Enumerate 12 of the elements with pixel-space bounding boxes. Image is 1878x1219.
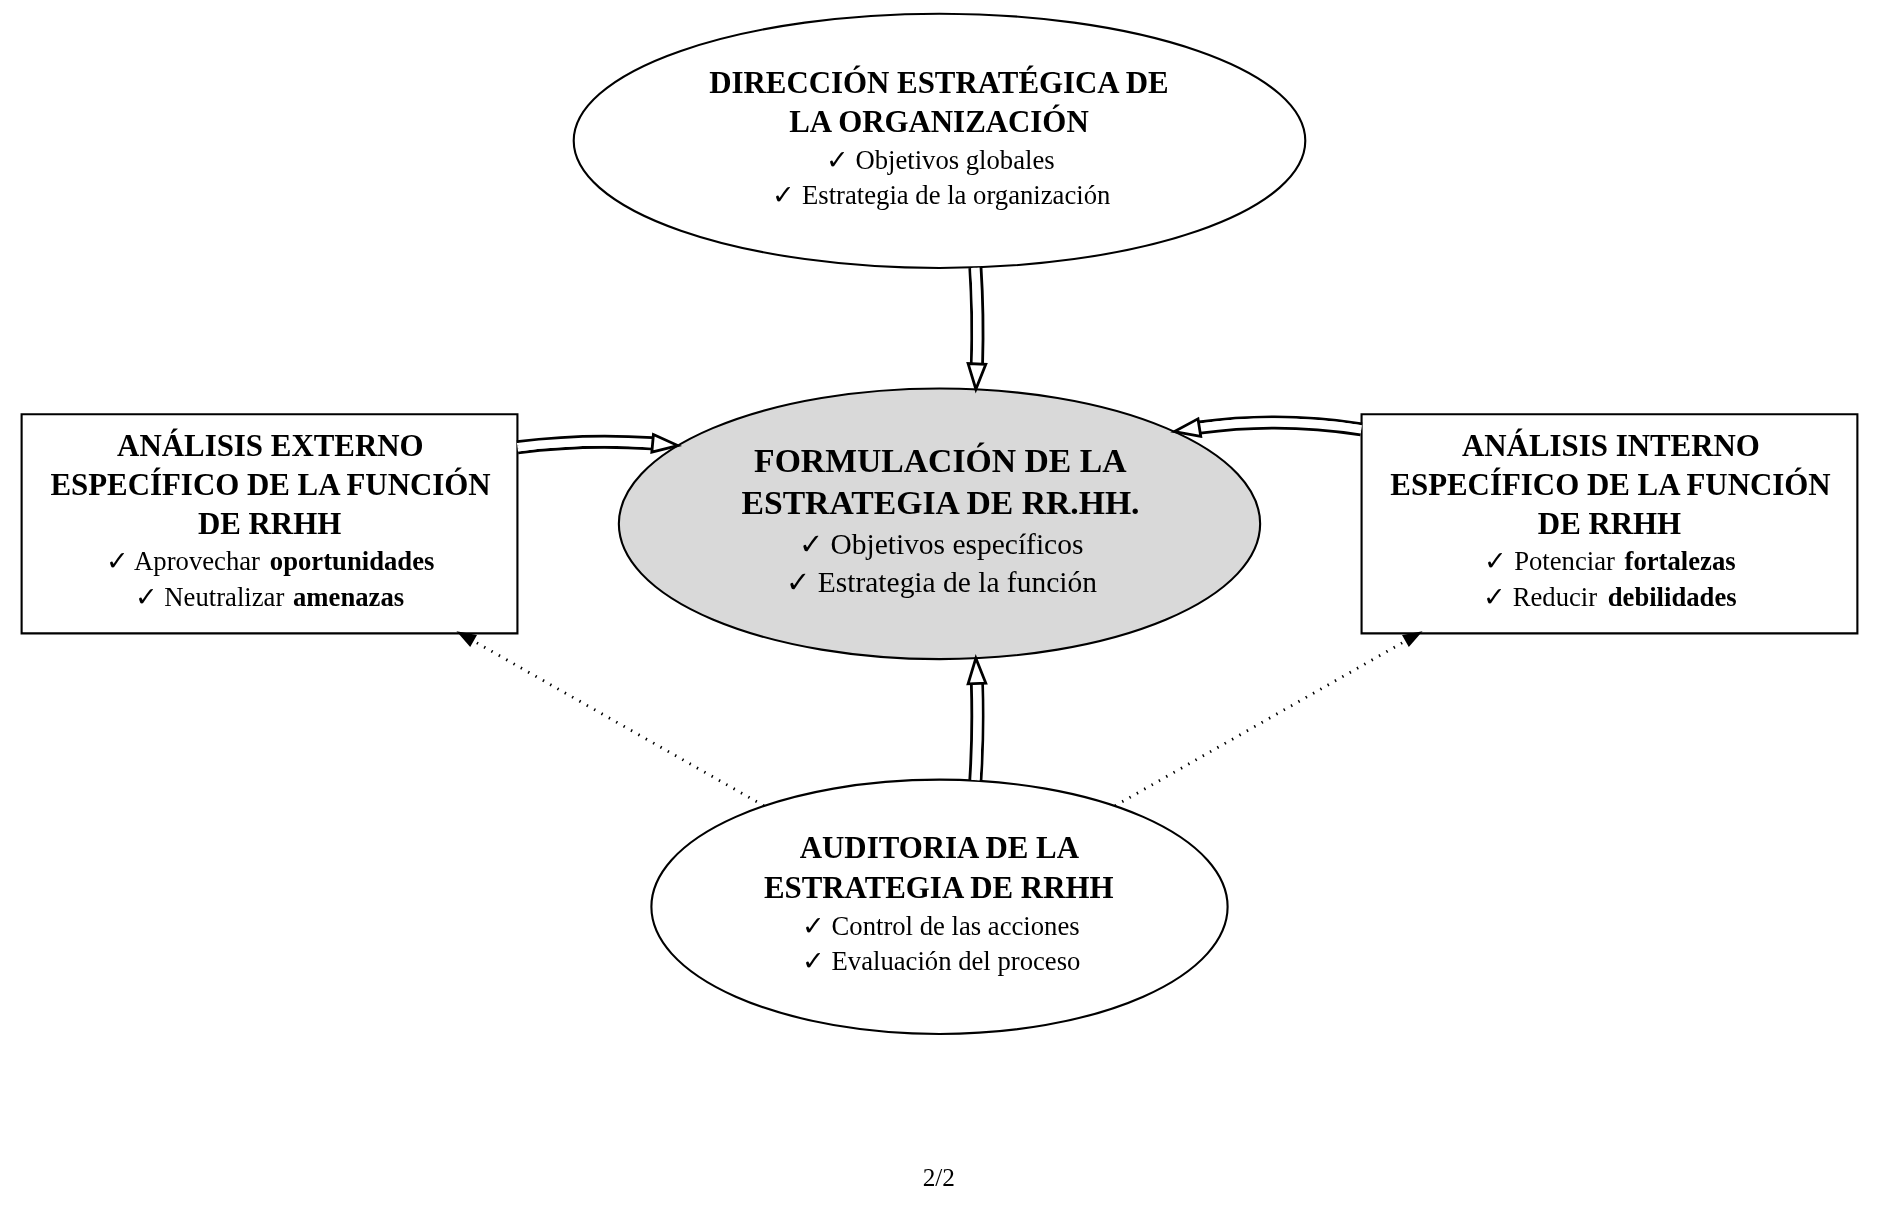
node-box: ANÁLISIS EXTERNO ESPECÍFICO DE LA FUNCIÓN DE RRHH ✓ Aprovechar oportunidades ✓ Neutralizar amenazas <box>20 413 518 635</box>
node-ellipse: AUDITORIA DE LA ESTRATEGIA DE RRHH ✓ Control de las acciones ✓ Evaluación del proceso <box>649 778 1229 1035</box>
arrow <box>516 432 682 455</box>
label: 2/2 <box>922 1163 955 1192</box>
arrow <box>965 653 988 781</box>
arrow <box>455 631 765 808</box>
node-box: ANÁLISIS INTERNO ESPECÍFICO DE LA FUNCIÓN DE RRHH ✓ Potenciar fortalezas ✓ Reducir debilidades <box>1360 413 1858 635</box>
arrow <box>1169 415 1362 439</box>
node-ellipse: DIRECCIÓN ESTRATÉGICA DE LA ORGANIZACIÓN ✓ Objetivos globales ✓ Estrategia de la organización <box>572 12 1306 270</box>
node-ellipse: FORMULACIÓN DE LA ESTRATEGIA DE RR.HH. ✓ Objetivos específicos ✓ Estrategia de la función <box>617 387 1261 661</box>
arrow <box>965 267 988 394</box>
arrow <box>1113 631 1423 808</box>
